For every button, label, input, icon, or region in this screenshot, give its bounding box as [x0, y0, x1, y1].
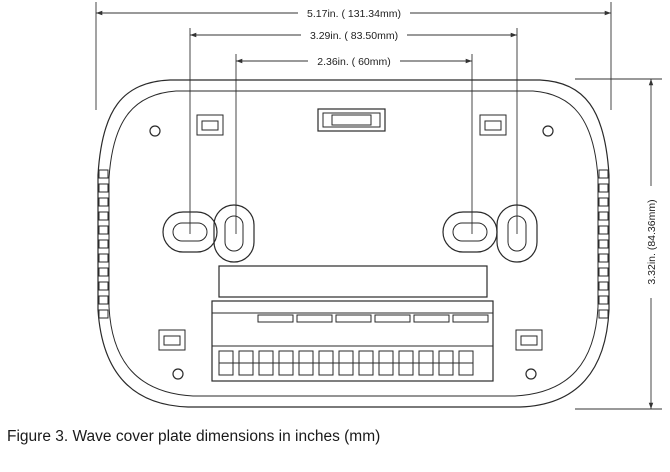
cover-plate-drawing: 5.17in. ( 131.34mm) 3.29in. ( 83.50mm) 2… [95, 2, 662, 410]
right-edge-ribs [598, 169, 609, 319]
mounting-slot-right-horizontal [442, 211, 498, 253]
mounting-slot-left-horizontal [162, 211, 218, 253]
dimension-overall-width: 5.17in. ( 131.34mm) [95, 2, 612, 110]
dimension-inner-slot-spacing: 2.36in. ( 60mm) [235, 54, 473, 234]
screw-hole-top-left [149, 125, 161, 137]
dimension-outer-slot-spacing: 3.29in. ( 83.50mm) [189, 28, 518, 234]
screw-hole-bottom-left [172, 368, 184, 380]
label-window [218, 265, 488, 298]
clip-top-right [479, 114, 507, 136]
screw-hole-bottom-right [525, 368, 537, 380]
terminal-block [211, 300, 494, 382]
clip-bottom-right [515, 329, 543, 351]
inner-slot-spacing-label: 2.36in. ( 60mm) [317, 56, 391, 68]
outer-slot-spacing-label: 3.29in. ( 83.50mm) [310, 30, 398, 42]
overall-height-label: 3.32in. (84.36mm) [646, 199, 658, 284]
dimension-overall-height: 3.32in. (84.36mm) [575, 78, 662, 410]
mounting-slot-right-vertical [496, 204, 538, 263]
mounting-slot-left-vertical [213, 204, 255, 263]
left-edge-ribs [98, 169, 109, 319]
clip-bottom-left [158, 329, 186, 351]
screw-hole-top-right [542, 125, 554, 137]
top-latch [317, 108, 386, 132]
plate-outline [97, 79, 610, 408]
overall-width-label: 5.17in. ( 131.34mm) [307, 8, 401, 20]
terminal-screws [218, 350, 474, 376]
clip-top-left [196, 114, 224, 136]
figure-caption: Figure 3. Wave cover plate dimensions in… [7, 428, 381, 445]
